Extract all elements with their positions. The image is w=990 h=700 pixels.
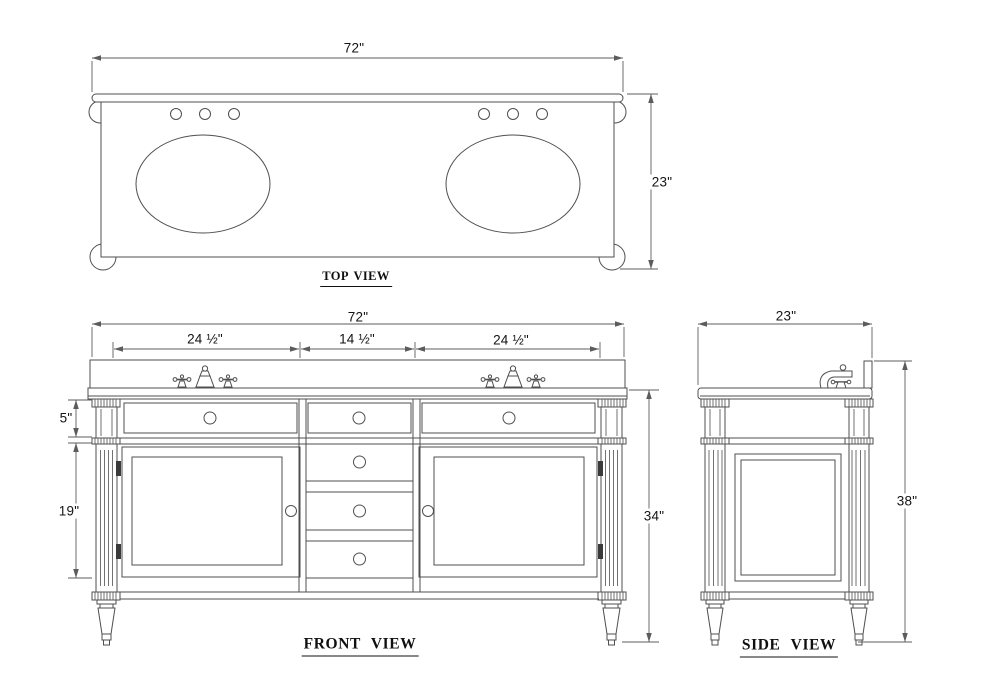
- countertop-front: [87, 387, 628, 400]
- side-panel: [734, 453, 842, 582]
- post-side-back: [844, 398, 874, 646]
- door-left-panel: [131, 456, 283, 566]
- side-depth-dimension-label: 23": [775, 308, 797, 324]
- top-width-dimension-label: 72": [343, 40, 365, 56]
- drawer-front-2: [305, 443, 414, 482]
- backsplash-front: [89, 359, 626, 389]
- knob: [353, 455, 366, 469]
- counter-front-edge: [91, 93, 624, 103]
- door-knob-right: [422, 505, 434, 517]
- front-apron-dimension-label: 5": [57, 410, 75, 426]
- knob: [502, 411, 516, 425]
- top-view-drawing: [88, 55, 658, 271]
- side-height-dimension-label: 38": [894, 493, 920, 509]
- cabinet-side: [729, 398, 845, 600]
- top-depth-dimension-label: 23": [649, 174, 675, 190]
- door-knob-left: [285, 505, 297, 517]
- post-front-left: [91, 398, 121, 646]
- post-front-right: [597, 398, 627, 646]
- sink-basin-right: [445, 134, 581, 234]
- door-right: [418, 446, 598, 578]
- door-right-panel: [433, 456, 585, 566]
- false-drawer-front-left: [123, 402, 298, 434]
- drawer-front-3: [305, 491, 414, 531]
- drawer-front-4: [305, 540, 414, 579]
- front-width-dimension: [91, 321, 625, 357]
- top-width-dimension: [91, 55, 624, 92]
- side-view-title: SIDE VIEW: [739, 637, 839, 658]
- front-door-dimension-label: 19": [56, 503, 82, 519]
- counter-deck: [100, 101, 615, 258]
- drawer-front-1: [307, 402, 412, 434]
- countertop-side: [697, 387, 873, 400]
- cabinet-front: [116, 398, 603, 600]
- door-left: [121, 446, 301, 578]
- faucet-holes-right: [478, 108, 548, 120]
- front-apron-dimension: [68, 399, 92, 438]
- door-hinges: [116, 461, 603, 559]
- front-view-drawing: [68, 321, 659, 646]
- knob: [353, 504, 366, 518]
- knob: [352, 411, 366, 425]
- side-panel-recess: [740, 459, 836, 576]
- faucet-holes-left: [170, 108, 240, 120]
- front-right-section-label: 24 ½": [493, 332, 529, 348]
- front-height-dimension-label: 34": [641, 508, 667, 524]
- side-depth-dimension: [697, 321, 873, 385]
- countertop-plan: [88, 93, 627, 271]
- side-view-drawing: [697, 321, 912, 646]
- sink-basin-left: [135, 134, 271, 234]
- front-section-dimensions: [112, 342, 601, 358]
- front-left-section-label: 24 ½": [187, 331, 223, 347]
- knob: [203, 411, 217, 425]
- front-center-section-label: 14 ½": [339, 331, 375, 347]
- backsplash-side: [863, 360, 873, 389]
- front-width-dimension-label: 72": [347, 309, 369, 325]
- faucet-side: [819, 364, 853, 389]
- front-view-title: FRONT VIEW: [301, 636, 419, 657]
- post-side-front: [700, 398, 730, 646]
- false-drawer-front-right: [421, 402, 596, 434]
- top-view-title: TOP VIEW: [320, 269, 392, 287]
- knob: [353, 552, 366, 566]
